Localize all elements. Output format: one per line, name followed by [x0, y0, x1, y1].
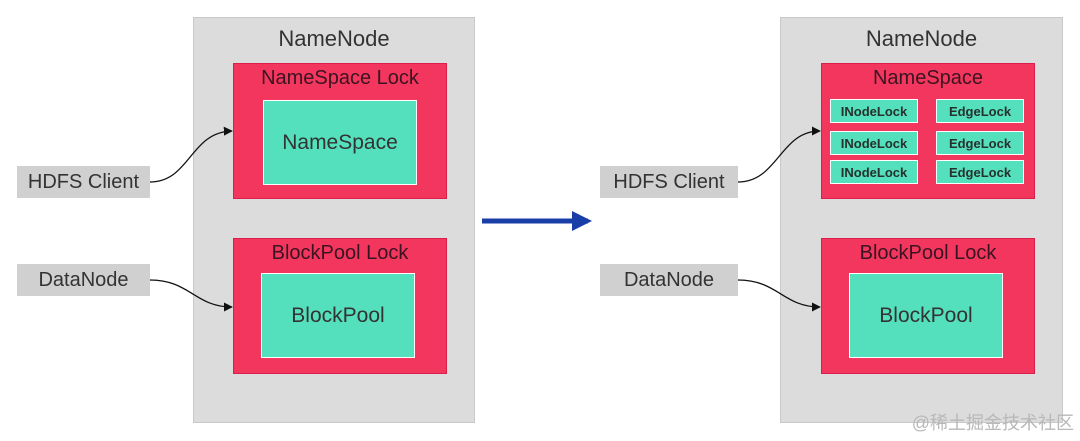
edge-lock-box: EdgeLock: [936, 160, 1024, 184]
right-namespace-title: NameSpace: [872, 67, 984, 89]
watermark-text: @稀土掘金技术社区: [911, 413, 1074, 433]
left-blockpool-lock-title: BlockPool Lock: [271, 242, 409, 264]
right-blockpool-box: BlockPool: [849, 273, 1003, 358]
left-blockpool-box: BlockPool: [261, 273, 415, 358]
datanode-to-blockpool-lock-arrow: [149, 279, 233, 312]
left-namenode-title: NameNode: [278, 26, 390, 51]
edge-lock-box: EdgeLock: [936, 131, 1024, 155]
client-to-namespace-lock-arrow: [149, 126, 233, 183]
inode-lock-box: INodeLock: [830, 160, 918, 184]
client-to-namespace-arrow: [737, 126, 821, 183]
left-datanode-box: DataNode: [17, 264, 150, 296]
right-namenode-title: NameNode: [865, 26, 978, 51]
right-blockpool-lock-title: BlockPool Lock: [859, 242, 997, 264]
inode-lock-box: INodeLock: [830, 131, 918, 155]
left-namespace-lock-title: NameSpace Lock: [261, 67, 419, 89]
right-hdfs-client-box: HDFS Client: [600, 166, 738, 198]
left-hdfs-client-box: HDFS Client: [17, 166, 150, 198]
left-namespace-box: NameSpace: [263, 100, 417, 185]
edge-lock-box: EdgeLock: [936, 99, 1024, 123]
datanode-to-blockpool-lock-arrow: [737, 279, 821, 312]
inode-lock-box: INodeLock: [830, 99, 918, 123]
right-datanode-box: DataNode: [600, 264, 738, 296]
